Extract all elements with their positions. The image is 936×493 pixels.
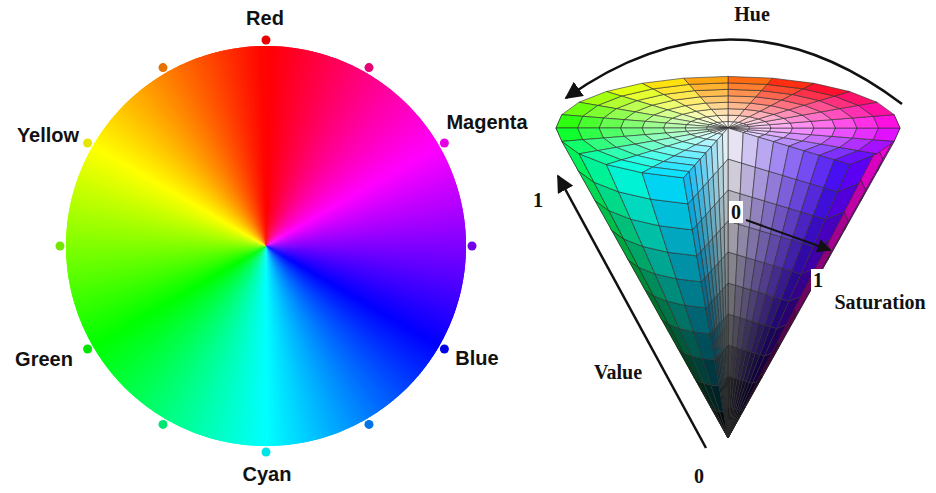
axis-tick: 1: [531, 189, 545, 211]
cone-cell: [706, 305, 713, 334]
cone-cell: [811, 128, 835, 136]
cone-cell: [659, 226, 697, 256]
cone-cell: [685, 125, 707, 128]
cone-cell: [688, 198, 697, 230]
cone-cell: [707, 125, 728, 128]
cone-cell: [790, 128, 814, 135]
cone-cell: [683, 172, 692, 204]
hue-dot: [159, 63, 168, 72]
cone-cell: [844, 179, 865, 221]
cone-cell: [739, 382, 753, 410]
cone-cell: [642, 167, 689, 178]
color-name: Blue: [455, 347, 498, 369]
cone-cell: [556, 115, 583, 128]
cone-cell: [781, 271, 801, 301]
hue-dot: [262, 448, 271, 457]
cone-cell: [711, 408, 728, 438]
cone-cell: [728, 76, 773, 84]
cone-cell: [719, 385, 724, 412]
cone-cell: [642, 121, 666, 128]
hue-dot: [262, 36, 271, 45]
saturation-arrow: [746, 220, 830, 250]
cone-cell: [722, 128, 728, 165]
cone-cell: [760, 327, 777, 356]
cone-cell: [813, 188, 837, 219]
cone-cell: [621, 120, 645, 128]
cone-cell: [728, 115, 739, 122]
cone-cell: [710, 331, 716, 360]
hue-dot: [56, 242, 65, 251]
cone-cell: [728, 122, 743, 128]
value-arrow: [558, 176, 706, 448]
cone-cell: [728, 410, 740, 438]
cone-cell: [724, 411, 728, 438]
cone-cell: [792, 243, 813, 274]
hue-dot: [365, 420, 374, 429]
cone-cell: [713, 410, 728, 438]
hue-dot: [440, 139, 449, 148]
cone-cell: [737, 381, 749, 410]
hue-arrow: [566, 39, 902, 104]
hue-dot: [468, 242, 477, 251]
wheel-wedge: [260, 46, 268, 246]
cone-cell: [873, 128, 900, 141]
cone-cell: [664, 123, 687, 128]
cone-cell: [697, 252, 705, 282]
cone-cell: [873, 115, 900, 128]
color-name: Red: [246, 7, 284, 29]
cone-cell: [749, 355, 764, 384]
cone-cell: [556, 128, 583, 141]
color-name: Yellow: [17, 124, 79, 146]
cone-cell: [749, 128, 771, 131]
cone-cell: [715, 358, 721, 386]
hue-dot: [83, 139, 92, 148]
cone-cell: [728, 406, 745, 438]
axis-label: Saturation: [834, 291, 925, 313]
cone-cell: [824, 160, 850, 192]
cone-cell: [562, 102, 598, 116]
axis-tick: 0: [694, 465, 704, 487]
hue-dot: [365, 63, 374, 72]
cone-cell: [858, 140, 894, 154]
cone-cell: [728, 109, 745, 116]
axis-label: Value: [594, 361, 642, 383]
hue-dot: [159, 420, 168, 429]
cone-cell: [692, 225, 700, 256]
axis-tick: 0: [729, 201, 743, 223]
color-name: Cyan: [243, 463, 292, 485]
hsv-cone: [556, 76, 900, 438]
cone-cell: [728, 159, 742, 194]
axis-tick: 1: [811, 269, 825, 291]
color-name: Green: [15, 348, 73, 370]
cone-cell: [668, 252, 701, 282]
cone-cell: [683, 76, 728, 84]
hue-dot: [440, 345, 449, 354]
cone-cell: [701, 278, 708, 308]
cone-cell: [728, 102, 750, 109]
cone-cell: [828, 212, 849, 252]
cone-cell: [770, 128, 793, 133]
cone-cell: [803, 83, 849, 96]
cone-cell: [728, 128, 743, 163]
cone-cell: [771, 299, 789, 329]
cone-cell: [728, 221, 739, 255]
color-wheel: [56, 36, 477, 457]
cone-cell: [724, 411, 728, 438]
axis-label: Hue: [734, 3, 770, 25]
hue-dot: [83, 345, 92, 354]
color-name: Magenta: [446, 111, 527, 133]
